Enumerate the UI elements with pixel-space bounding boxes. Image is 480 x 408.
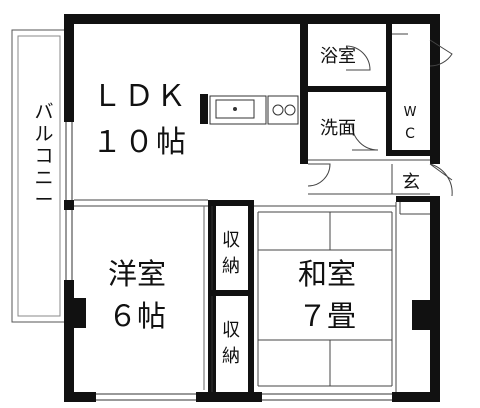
bath-label: 浴室 <box>320 46 356 67</box>
kitchen-sink-icon <box>209 95 267 125</box>
storage-upper-label-1: 収 <box>222 230 240 251</box>
closet-doors <box>203 206 213 392</box>
balcony-char-5: ー <box>34 189 53 211</box>
wc-label-c: C <box>405 126 415 142</box>
storage-lower-label-2: 納 <box>222 346 240 367</box>
wc-label-w: W <box>404 105 417 120</box>
washroom-label: 洗面 <box>320 118 356 139</box>
balcony-char-1: バ <box>34 101 53 123</box>
south-windows <box>96 392 392 402</box>
entrance-label: 玄 <box>402 172 420 193</box>
ldk-label: ＬＤＫ <box>92 79 188 114</box>
balcony-char-3: コ <box>34 145 53 167</box>
japanese-room-label: 和室 <box>298 257 356 291</box>
storage-lower-label-1: 収 <box>222 320 240 341</box>
outer-walls <box>64 14 440 402</box>
japanese-room-size-label: ７畳 <box>298 299 356 333</box>
balcony-char-4: ニ <box>34 167 53 189</box>
western-room-label: 洋室 <box>108 257 166 291</box>
balcony-char-2: ル <box>34 123 53 145</box>
door-swing-icon <box>307 33 453 197</box>
gas-stove-icon <box>267 95 299 125</box>
thin-partitions <box>74 159 430 392</box>
storage-upper-label-2: 納 <box>222 256 240 277</box>
west-windows <box>64 122 74 280</box>
western-room-size-label: ６帖 <box>108 299 166 333</box>
ldk-size-label: １０帖 <box>92 125 188 160</box>
